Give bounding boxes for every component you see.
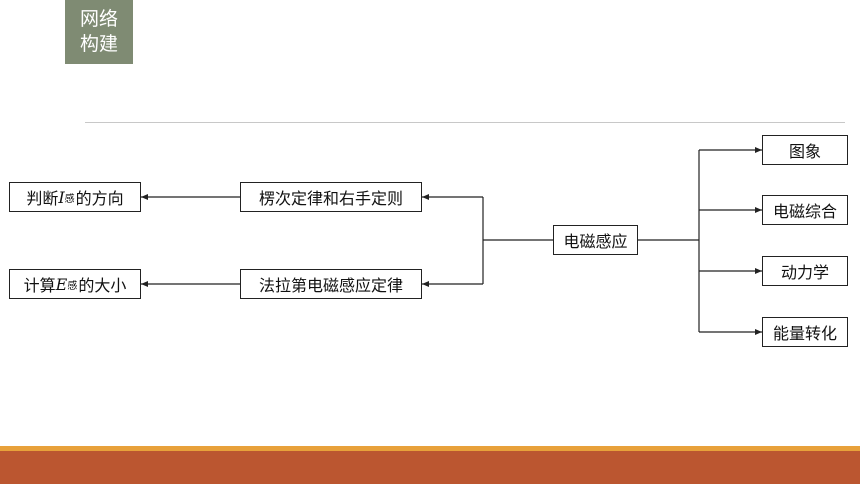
node-center-label: 电磁感应: [563, 232, 628, 251]
node-energy: 能量转化: [762, 317, 848, 347]
node-emf-magnitude-sub: 感: [67, 280, 78, 292]
node-energy-label: 能量转化: [772, 324, 837, 343]
node-emf-magnitude-post: 的大小: [78, 276, 127, 295]
node-current-direction-sub: 感: [64, 193, 75, 205]
node-dynamics-label: 动力学: [780, 263, 829, 282]
node-comprehensive: 电磁综合: [762, 195, 848, 225]
node-dynamics: 动力学: [762, 256, 848, 286]
node-graph-label: 图象: [788, 142, 821, 161]
node-current-direction-var: I: [58, 187, 65, 207]
footer-accent-bar: [0, 446, 860, 451]
node-faraday-law: 法拉第电磁感应定律: [240, 269, 422, 299]
node-lenz-law-label: 楞次定律和右手定则: [258, 189, 403, 208]
divider: [85, 122, 845, 123]
section-tag: 网络 构建: [65, 0, 133, 64]
node-emf-magnitude-var: E: [55, 274, 68, 294]
node-current-direction-post: 的方向: [75, 189, 124, 208]
footer-bar: [0, 451, 860, 484]
node-center: 电磁感应: [553, 225, 638, 255]
section-tag-line2: 构建: [79, 33, 118, 55]
node-faraday-law-label: 法拉第电磁感应定律: [258, 276, 403, 295]
node-comprehensive-label: 电磁综合: [772, 202, 837, 221]
section-tag-line1: 网络: [79, 8, 118, 30]
node-emf-magnitude-pre: 计算: [23, 276, 56, 295]
node-lenz-law: 楞次定律和右手定则: [240, 182, 422, 212]
node-current-direction-pre: 判断: [26, 189, 59, 208]
node-graph: 图象: [762, 135, 848, 165]
